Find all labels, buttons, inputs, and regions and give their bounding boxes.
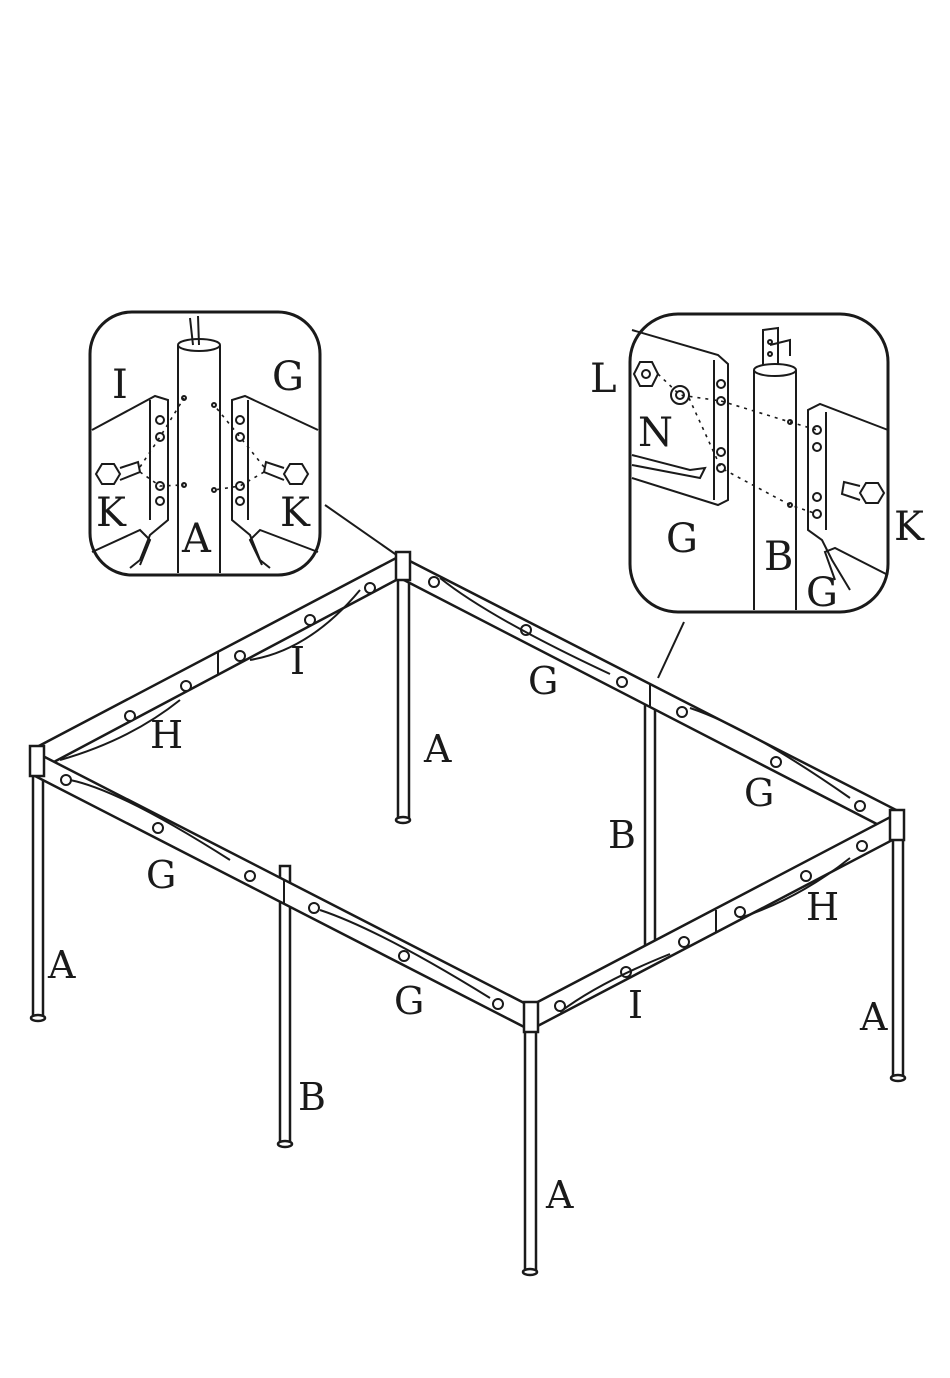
corner-cap-back bbox=[396, 552, 410, 580]
inset-right-label-g-right: G bbox=[806, 570, 838, 616]
bolt-icon bbox=[860, 483, 884, 503]
corner-cap-front bbox=[524, 1002, 538, 1032]
inset-left-label-a: A bbox=[181, 516, 212, 562]
label-b-front: B bbox=[298, 1075, 326, 1119]
label-i-front: I bbox=[628, 983, 643, 1027]
inset-right-frame bbox=[630, 314, 888, 612]
label-a-back: A bbox=[423, 727, 452, 771]
inset-right-leader bbox=[658, 622, 684, 678]
label-g-front: G bbox=[394, 979, 424, 1023]
label-a-right: A bbox=[859, 995, 888, 1039]
inset-left-leader bbox=[325, 505, 398, 556]
bolt-icon bbox=[96, 464, 120, 484]
inset-left: I G K K A bbox=[90, 312, 320, 575]
label-a-left: A bbox=[47, 943, 76, 987]
pole-a-left bbox=[33, 752, 43, 1018]
bolt-icon bbox=[284, 464, 308, 484]
pole-a-front bbox=[525, 1010, 536, 1272]
inset-left-label-k-left: K bbox=[96, 490, 127, 536]
inset-right-label-g-left: G bbox=[666, 516, 698, 562]
inset-right-label-l: L bbox=[590, 356, 617, 402]
label-a-front: A bbox=[545, 1173, 574, 1217]
label-i-back: I bbox=[290, 639, 305, 683]
corner-cap-left bbox=[30, 746, 44, 776]
label-b-mid: B bbox=[608, 813, 636, 857]
label-g-left: G bbox=[146, 853, 176, 897]
label-h-right: H bbox=[806, 885, 839, 929]
pole-a-right bbox=[893, 820, 903, 1078]
inset-right-label-k: K bbox=[894, 504, 925, 550]
label-g-back: G bbox=[528, 659, 558, 703]
label-h-left: H bbox=[150, 713, 183, 757]
inset-left-label-i: I bbox=[112, 362, 128, 408]
inset-right-label-b: B bbox=[764, 534, 793, 580]
main-labels: A A A A B B G G G G H H I I bbox=[47, 639, 888, 1217]
inset-left-label-g: G bbox=[272, 354, 304, 400]
corner-cap-right bbox=[890, 810, 904, 840]
inset-right: L N G B G K bbox=[590, 314, 925, 616]
pole-a-back bbox=[398, 570, 409, 820]
poles bbox=[31, 570, 905, 1275]
label-g-right: G bbox=[744, 771, 774, 815]
inset-left-label-k-right: K bbox=[280, 490, 311, 536]
pole-b-mid bbox=[645, 690, 655, 950]
inset-right-label-n: N bbox=[638, 410, 673, 456]
pole-b-front bbox=[280, 866, 290, 1144]
